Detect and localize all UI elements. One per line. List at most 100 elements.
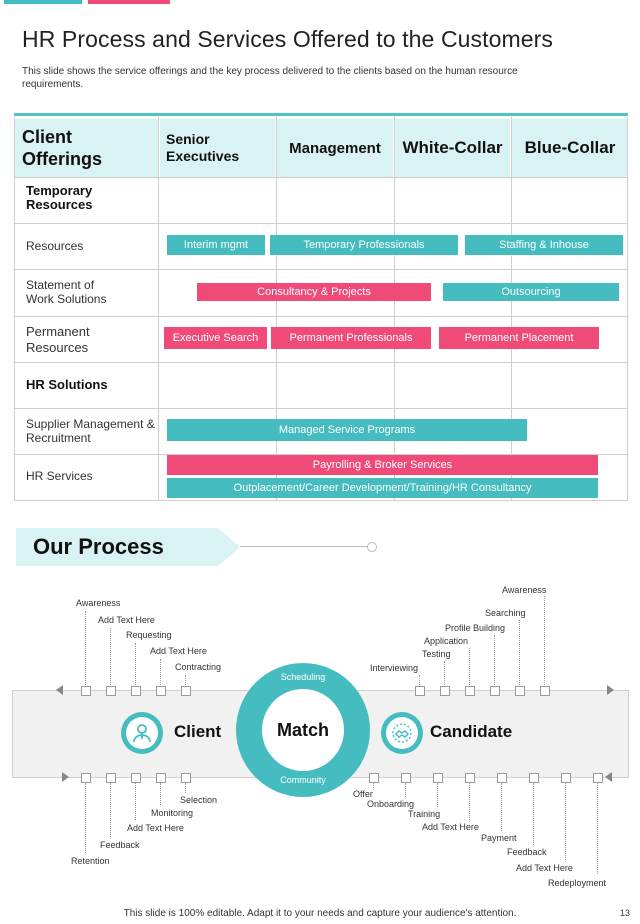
candidate-bottom-step: Add Text Here [516,863,573,873]
tick-line [135,643,136,687]
tick-line [160,659,161,687]
column-header: Management [289,139,381,157]
process-banner-arrow [218,528,240,566]
column-header: White-Collar [402,138,503,157]
col-divider [276,117,277,501]
tick-line [501,783,502,831]
col-divider [158,117,159,501]
tick-line [185,675,186,687]
tick-line [544,596,545,687]
row-label-resources: Resources [26,239,84,253]
client-top-step: Add Text Here [150,646,207,656]
column-header: Client Offerings [22,127,103,169]
row-label-supplier-management: Supplier Management & Recruitment [26,417,155,445]
tick-line [437,783,438,807]
step-marker [181,773,191,783]
client-bottom-step: Selection [180,795,218,805]
step-marker [401,773,411,783]
bar-outplacement: Outplacement/Career Development/Training… [167,478,598,498]
col-divider [14,117,15,501]
column-header: Senior Executives [166,131,240,164]
header-cell-senior: Senior Executives [160,119,275,177]
header-cell-blue-collar: Blue-Collar [512,119,628,177]
candidate-top-step: Application [424,636,469,646]
title-divider [14,113,628,116]
header-cell-management: Management [277,119,393,177]
tick-line [469,648,470,687]
match-center: Match [262,689,344,771]
row-label-statement-of-work: Statement of Work Solutions [26,278,107,306]
step-marker [106,686,116,696]
step-marker [81,773,91,783]
row-label-hr-solutions: HR Solutions [26,377,108,392]
step-marker [81,686,91,696]
bar-staffing-inhouse: Staffing & Inhouse [465,235,623,255]
page-title: HR Process and Services Offered to the C… [22,26,554,52]
ring-label-community: Community [280,775,326,785]
step-marker [440,686,450,696]
client-bottom-step: Retention [71,856,110,866]
process-connector-dot [367,542,377,552]
bar-temporary-professionals: Temporary Professionals [270,235,458,255]
ring-label-scheduling: Scheduling [280,672,326,682]
client-bottom-step: Feedback [100,840,140,850]
candidate-top-step: Profile Building [445,623,506,633]
top-accent-pink [88,0,170,4]
page-number: 13 [620,908,631,918]
tick-line [519,620,520,687]
step-marker [540,686,550,696]
handshake-icon [392,723,412,743]
step-marker [369,773,379,783]
step-marker [131,773,141,783]
row-divider [14,362,628,363]
businessman-icon [133,724,151,743]
top-accent-teal [4,0,82,4]
step-marker [561,773,571,783]
bar-permanent-placement: Permanent Placement [439,327,599,349]
process-connector-line [240,546,368,547]
row-divider [14,316,628,317]
tick-line [405,783,406,797]
row-divider [14,454,628,455]
step-marker [131,686,141,696]
tick-line [110,783,111,837]
row-divider [14,408,628,409]
client-top-step: Add Text Here [98,615,155,625]
row-label-permanent-resources: Permanent Resources [26,324,90,355]
step-marker [593,773,603,783]
tick-line [373,783,374,788]
arrow-right-icon [607,685,614,695]
step-marker [465,686,475,696]
candidate-bottom-step: Redeployment [548,878,607,888]
step-marker [156,773,166,783]
row-label-hr-services: HR Services [26,469,93,483]
header-cell-white-collar: White-Collar [395,119,510,177]
tick-line [494,635,495,687]
bar-managed-service-programs: Managed Service Programs [167,419,527,441]
client-bottom-step: Monitoring [151,808,194,818]
candidate-bottom-step: Onboarding [367,799,415,809]
bar-interim-mgmt: Interim mgmt [167,235,265,255]
col-divider [511,117,512,501]
row-divider [14,269,628,270]
arrow-left-icon [605,772,612,782]
step-marker [465,773,475,783]
candidate-top-step: Awareness [502,585,547,595]
bar-payrolling-broker: Payrolling & Broker Services [167,455,598,475]
process-banner [16,528,218,566]
candidate-top-step: Searching [485,608,526,618]
client-top-step: Awareness [76,598,121,608]
column-header: Blue-Collar [524,138,616,157]
candidate-bottom-step: Add Text Here [422,822,479,832]
offerings-table: Client Offerings Senior Executives Manag… [14,117,628,501]
step-marker [415,686,425,696]
tick-line [565,783,566,860]
row-label-temporary-resources: Temporary Resources [26,183,93,212]
footer-note: This slide is 100% editable. Adapt it to… [123,908,517,919]
candidate-label: Candidate [430,722,513,741]
client-bottom-step: Add Text Here [127,823,184,833]
candidate-icon-badge [381,712,423,754]
client-label: Client [174,722,222,741]
candidate-top-step: Interviewing [370,663,419,673]
candidate-bottom-step: Payment [481,833,517,843]
